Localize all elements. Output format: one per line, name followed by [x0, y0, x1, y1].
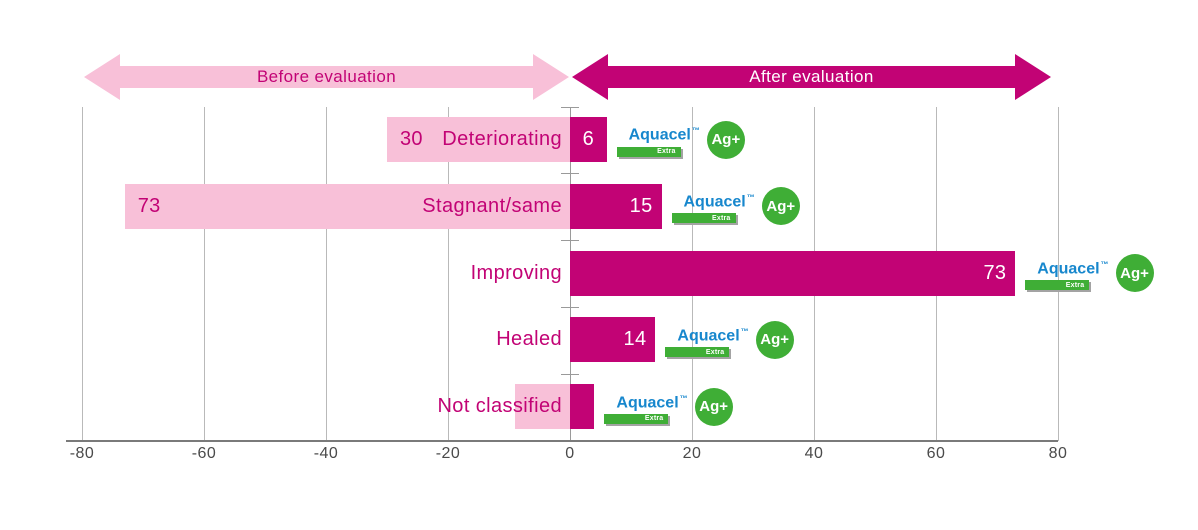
after-bar-improving: 73 — [570, 250, 1016, 296]
aquacel-extra-wordmark: Aquacel™ Extra — [616, 122, 700, 157]
aquacel-brand-text: Aquacel™ — [629, 122, 700, 144]
gridline — [203, 107, 205, 441]
ag-plus-badge: Ag+ — [761, 187, 800, 226]
extra-label: Extra — [1065, 281, 1085, 289]
x-tick-label: 20 — [682, 445, 702, 462]
x-tick-label: -20 — [435, 445, 461, 462]
x-tick-label: 80 — [1048, 445, 1068, 462]
aquacel-brand-label: Aquacel — [1037, 260, 1100, 278]
category-axis-tick — [561, 240, 579, 242]
extra-banner: Extra — [671, 213, 736, 224]
after-value-healed: 14 — [623, 328, 647, 351]
aquacel-ag-logo: Aquacel™ Extra Ag+ — [604, 384, 733, 429]
after-bar-deteriorating: 6 — [570, 117, 607, 162]
aquacel-brand-label: Aquacel — [677, 327, 740, 345]
category-axis-tick — [561, 373, 579, 375]
after-value-improving: 73 — [983, 261, 1007, 284]
aquacel-brand-label: Aquacel — [616, 393, 679, 411]
aquacel-brand-label: Aquacel — [628, 126, 691, 144]
aquacel-ag-logo: Aquacel™ Extra Ag+ — [616, 117, 745, 162]
after-evaluation-arrow: After evaluation — [572, 54, 1051, 100]
aquacel-brand-text: Aquacel™ — [1037, 256, 1108, 278]
x-tick-label: 60 — [926, 445, 946, 462]
x-tick-label: 40 — [804, 445, 824, 462]
ag-plus-badge: Ag+ — [706, 120, 745, 159]
aquacel-extra-wordmark: Aquacel™ Extra — [671, 189, 755, 224]
gridline — [1057, 107, 1059, 441]
extra-label: Extra — [711, 214, 731, 222]
category-label-not-classified: Not classified — [437, 395, 562, 418]
category-label-healed: Healed — [496, 328, 562, 351]
extra-banner: Extra — [604, 413, 669, 424]
category-axis-tick — [561, 106, 579, 108]
trademark-symbol: ™ — [679, 393, 688, 403]
gridline — [447, 107, 449, 441]
aquacel-ag-logo: Aquacel™ Extra Ag+ — [1025, 251, 1154, 296]
aquacel-brand-text: Aquacel™ — [616, 390, 687, 412]
ag-plus-badge: Ag+ — [1115, 254, 1154, 293]
aquacel-brand-text: Aquacel™ — [677, 323, 748, 345]
after-bar-not-classified — [570, 384, 595, 430]
aquacel-extra-wordmark: Aquacel™ Extra — [665, 323, 749, 358]
aquacel-brand-label: Aquacel — [683, 193, 746, 211]
before-bar-deteriorating: 30 — [387, 117, 570, 162]
extra-banner: Extra — [665, 347, 730, 358]
gridline — [325, 107, 327, 441]
x-tick-label: -40 — [313, 445, 339, 462]
before-evaluation-arrow: Before evaluation — [84, 54, 569, 100]
after-bar-healed: 14 — [570, 317, 656, 363]
extra-label: Extra — [705, 348, 725, 356]
extra-banner: Extra — [616, 146, 681, 157]
x-tick-label: -60 — [191, 445, 217, 462]
extra-label: Extra — [644, 415, 664, 423]
after-bar-stagnant-same: 15 — [570, 183, 662, 229]
after-value-stagnant-same: 15 — [629, 194, 653, 217]
ag-plus-badge: Ag+ — [694, 387, 733, 426]
aquacel-brand-text: Aquacel™ — [684, 189, 755, 211]
aquacel-ag-logo: Aquacel™ Extra Ag+ — [671, 184, 800, 229]
extra-banner: Extra — [1025, 280, 1090, 291]
before-bar-stagnant-same: 73 — [124, 183, 570, 229]
ag-plus-badge: Ag+ — [755, 320, 794, 359]
aquacel-ag-logo: Aquacel™ Extra Ag+ — [665, 317, 794, 362]
category-label-improving: Improving — [470, 261, 562, 284]
extra-label: Extra — [657, 148, 676, 156]
category-axis-tick — [561, 173, 579, 175]
before-value-deteriorating: 30 — [400, 128, 423, 150]
x-axis-line — [66, 440, 1058, 442]
after-evaluation-label: After evaluation — [749, 67, 874, 86]
x-tick-label: 0 — [565, 445, 575, 462]
gridline — [81, 107, 83, 441]
category-axis-tick — [561, 306, 579, 308]
trademark-symbol: ™ — [691, 126, 700, 136]
before-evaluation-label: Before evaluation — [256, 67, 397, 86]
after-value-deteriorating: 6 — [582, 128, 595, 150]
aquacel-extra-wordmark: Aquacel™ Extra — [604, 390, 688, 424]
trademark-symbol: ™ — [746, 193, 755, 203]
trademark-symbol: ™ — [740, 326, 749, 336]
x-tick-label: -80 — [69, 445, 95, 462]
before-bar-not-classified — [515, 384, 570, 430]
before-value-stagnant-same: 73 — [137, 194, 161, 217]
aquacel-extra-wordmark: Aquacel™ Extra — [1025, 256, 1109, 291]
trademark-symbol: ™ — [1100, 259, 1109, 269]
